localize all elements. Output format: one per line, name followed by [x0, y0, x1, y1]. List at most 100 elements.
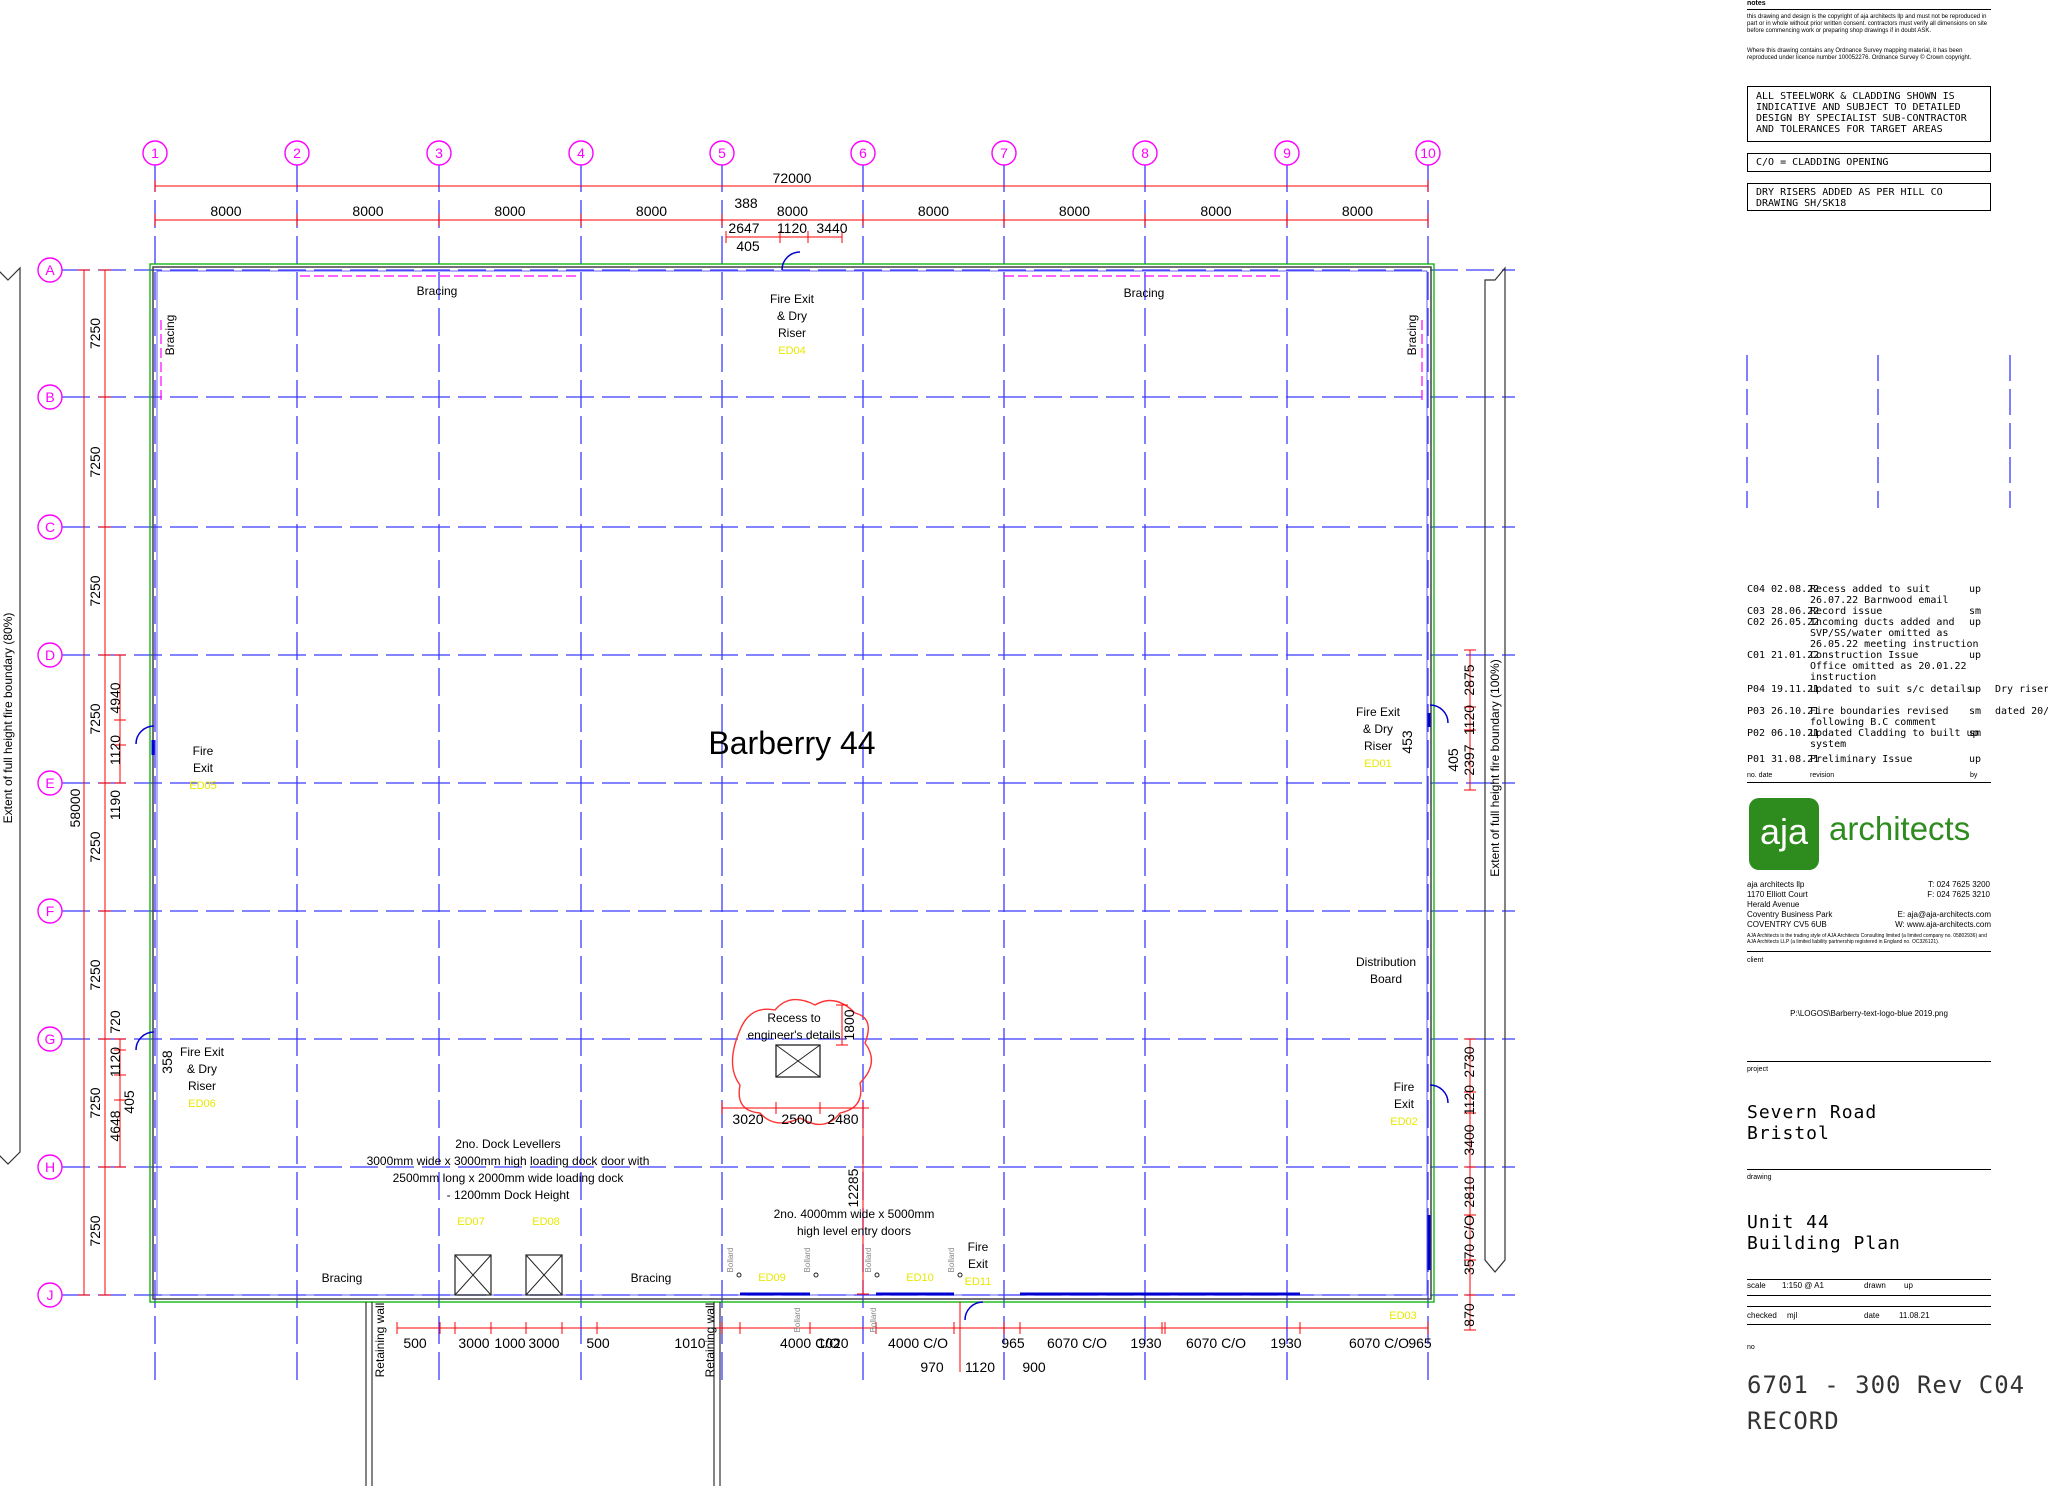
revision-by: sm	[1969, 728, 1982, 739]
grid-bubble-B	[37, 384, 63, 410]
ed-code: ED04	[778, 345, 806, 357]
grid-bubble-label: 6	[859, 145, 867, 161]
fire-exit-label: Fire Exit	[180, 1045, 225, 1059]
fire-exit-label: Exit	[968, 1257, 989, 1271]
dim-row: 7250	[87, 959, 103, 990]
dim-right-extra: 2810	[1461, 1176, 1477, 1207]
fire-exit-label: Fire	[193, 744, 214, 758]
fire-boundary-left	[0, 266, 21, 1165]
revision-text: Updated to suit s/c details	[1810, 684, 1973, 695]
project-line: Severn Road	[1747, 1102, 1878, 1123]
dimension-lines	[78, 180, 1476, 1372]
dim-top-door: 2647	[728, 220, 759, 236]
office-phones: T: 024 7625 3200 F: 024 7625 3210	[1920, 880, 1990, 900]
address-line: Herald Avenue	[1747, 900, 1800, 909]
number-rule	[1747, 1324, 1991, 1325]
office-address: aja architects llp 1170 Elliott Court He…	[1747, 880, 1832, 930]
rev-header-revision: revision	[1810, 772, 1835, 779]
note-box-dry-risers: DRY RISERS ADDED AS PER HILL CO DRAWING …	[1747, 183, 1991, 211]
aja-logo-mark: aja	[1749, 798, 1819, 870]
fire-exit-label: Riser	[1364, 739, 1392, 753]
dim-left-extra: 4940	[107, 682, 123, 713]
revision-text: SVP/SS/water omitted as	[1810, 628, 1949, 639]
dock-label: - 1200mm Dock Height	[447, 1188, 570, 1202]
revision-date: 26.10.21	[1771, 706, 1820, 717]
client-label: client	[1747, 957, 1764, 964]
dim-right-extra: 2875	[1461, 664, 1477, 695]
revision-text: Fire boundaries revised	[1810, 706, 1949, 717]
grid-bubble-2	[284, 140, 310, 166]
revision-no: P03	[1747, 706, 1766, 717]
grid-bubble-label: J	[47, 1287, 54, 1303]
revision-text: Updated Cladding to built up	[1810, 728, 1979, 739]
grid-bubble-label: 3	[435, 145, 443, 161]
distribution-label: Board	[1370, 972, 1402, 986]
grid-bubble-E	[37, 770, 63, 796]
grid-bubble-3	[426, 140, 452, 166]
overflow-text: Dry riser s	[1995, 684, 2048, 695]
note-line: AND TOLERANCES FOR TARGET AREAS	[1756, 124, 1943, 135]
ed-code: ED03	[1389, 1310, 1417, 1322]
grid-bubble-9	[1274, 140, 1300, 166]
fire-exit-label: & Dry	[1363, 722, 1393, 736]
date-value: 11.08.21	[1899, 1311, 1930, 1320]
dock-leveller-cross	[454, 1254, 492, 1296]
grid-bubble-label: E	[45, 775, 54, 791]
notes-label: notes	[1747, 0, 1766, 7]
notes-rule	[1747, 9, 1991, 10]
dim-bottom: 6070 C/O	[1349, 1335, 1409, 1351]
project-line: Bristol	[1747, 1123, 1830, 1144]
grid-bubble-label: 5	[718, 145, 726, 161]
revision-text: 26.05.22 meeting instruction	[1810, 639, 1979, 650]
distribution-label: Distribution	[1356, 955, 1416, 969]
drawing-label: drawing	[1747, 1174, 1772, 1181]
bollard-marker	[874, 1272, 880, 1278]
revision-by: up	[1969, 650, 1982, 661]
fire-exit-label: Riser	[188, 1079, 216, 1093]
grid-bubble-J	[37, 1282, 63, 1308]
revision-no: C02	[1747, 617, 1766, 628]
ed-code: ED02	[1390, 1116, 1418, 1128]
revision-by: up	[1969, 617, 1982, 628]
dim-row: 7250	[87, 703, 103, 734]
notes-copyright: this drawing and design is the copyright…	[1747, 14, 1988, 34]
web-line: W: www.aja-architects.com	[1895, 920, 1991, 929]
rev-header-no: no. date	[1747, 772, 1773, 779]
scale-bottom-rule	[1747, 1295, 1991, 1296]
revision-text: Office omitted as 20.01.22	[1810, 661, 1967, 672]
retaining-wall-label: Retaining wall	[703, 1303, 717, 1378]
scale-rule	[1747, 1279, 1991, 1280]
drawing-rule	[1747, 1169, 1991, 1170]
grid-bubble-D	[37, 642, 63, 668]
dim-bay: 8000	[777, 203, 808, 219]
note-line: ALL STEELWORK & CLADDING SHOWN IS	[1756, 91, 1955, 102]
grid-bubble-label: C	[45, 519, 55, 535]
revision-date: 31.08.21	[1771, 754, 1820, 765]
grid-bubble-C	[37, 514, 63, 540]
fire-exit-label: Fire Exit	[1356, 705, 1401, 719]
bollard-label: Bollard	[793, 1308, 802, 1333]
rev-header-by: by	[1970, 772, 1978, 779]
grid-bubble-label: A	[45, 262, 55, 278]
note-line: C/O = CLADDING OPENING	[1756, 157, 1889, 168]
dim-bottom: 1120	[965, 1359, 995, 1375]
dim-bottom: 6070 C/O	[1047, 1335, 1107, 1351]
title-block: notes this drawing and design is the cop…	[1745, 0, 2048, 1486]
fire-exit-label: Riser	[778, 326, 806, 340]
outer-wall-green	[149, 263, 1435, 1303]
revision-date: 28.06.22	[1771, 606, 1820, 617]
dim-bay: 8000	[494, 203, 525, 219]
dim-bottom: 1020	[817, 1335, 848, 1351]
dim-row: 7250	[87, 318, 103, 349]
dim-bottom: 6070 C/O	[1186, 1335, 1246, 1351]
revision-date: 26.05.22	[1771, 617, 1820, 628]
dim-bottom: 3000	[458, 1335, 489, 1351]
project-name: Severn Road Bristol	[1747, 1102, 1877, 1144]
scale-value: 1:150 @ A1	[1782, 1281, 1824, 1290]
note-line: INDICATIVE AND SUBJECT TO DETAILED	[1756, 102, 1961, 113]
fire-exit-label: Fire Exit	[770, 292, 815, 306]
dim-top-door: 3440	[816, 220, 847, 236]
note-line: DRAWING SH/SK18	[1756, 198, 1847, 209]
dim-right-extra: 405	[1445, 748, 1461, 772]
dim-bottom: 1010	[674, 1335, 705, 1351]
